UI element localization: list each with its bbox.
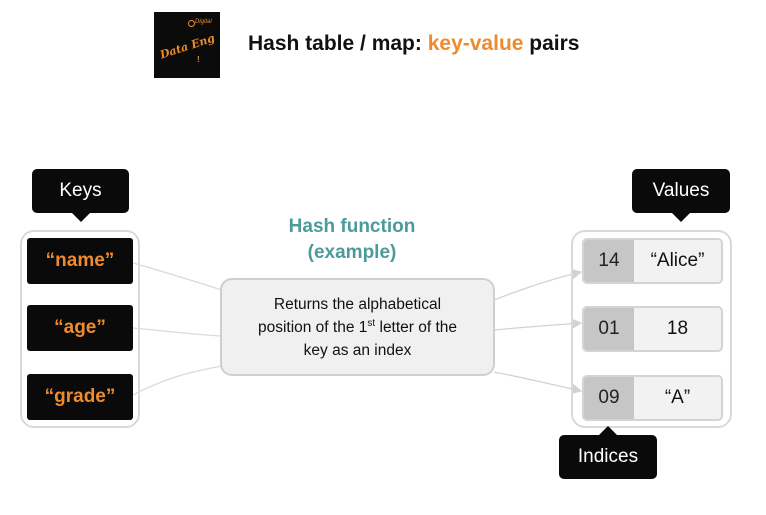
title-highlight: key-value xyxy=(427,32,524,55)
logo-mark: ! xyxy=(197,55,200,64)
keys-callout: Keys xyxy=(32,169,129,222)
logo-circle-icon xyxy=(188,20,195,27)
indices-callout: Indices xyxy=(559,426,657,479)
indices-label: Indices xyxy=(577,446,639,467)
key-grade: “grade” xyxy=(27,374,133,420)
arrow-to-09 xyxy=(493,371,583,395)
value-row: 01 18 xyxy=(582,306,723,352)
values-panel xyxy=(571,230,732,428)
key-age: “age” xyxy=(27,305,133,351)
keys-label: Keys xyxy=(59,180,102,201)
page-title: Hash table / map: key-value pairs xyxy=(248,32,579,56)
hash-desc-line2-a: position of the 1 xyxy=(257,319,368,336)
values-label: Values xyxy=(652,180,710,201)
value-cell: “A” xyxy=(664,387,691,408)
key-name: “name” xyxy=(27,238,133,284)
hash-function-title: Hash function (example) xyxy=(262,214,442,266)
hash-desc-line2: position of the 1st letter of the xyxy=(222,316,493,339)
connector-age xyxy=(132,327,223,337)
value-cell: 18 xyxy=(666,318,689,339)
arrow-to-14 xyxy=(493,268,583,301)
hash-desc-line3: key as an index xyxy=(303,342,412,359)
hash-desc-line2-b: letter of the xyxy=(375,319,458,336)
hash-desc-sup: st xyxy=(367,317,376,329)
value-row: 09 “A” xyxy=(582,375,723,421)
hash-function-box: Returns the alphabetical position of the… xyxy=(220,278,495,376)
hash-title-line1: Hash function xyxy=(288,216,416,237)
connector-grade xyxy=(132,365,223,396)
arrow-to-01 xyxy=(493,318,583,331)
index-cell: 09 xyxy=(584,377,634,419)
logo-badge: Digital xyxy=(195,19,212,25)
title-prefix: Hash table / map: xyxy=(248,32,428,55)
value-cell: “Alice” xyxy=(650,250,705,271)
index-cell: 01 xyxy=(584,308,634,350)
value-row: 14 “Alice” xyxy=(582,238,723,284)
keys-panel xyxy=(20,230,140,428)
title-suffix: pairs xyxy=(523,32,580,55)
values-callout: Values xyxy=(632,169,730,222)
hash-desc-line1: Returns the alphabetical xyxy=(273,296,442,313)
data-eng-logo: Digital Data Eng ! xyxy=(154,12,220,78)
hash-title-line2: (example) xyxy=(307,242,397,263)
index-cell: 14 xyxy=(584,240,634,282)
connector-name xyxy=(132,262,223,291)
